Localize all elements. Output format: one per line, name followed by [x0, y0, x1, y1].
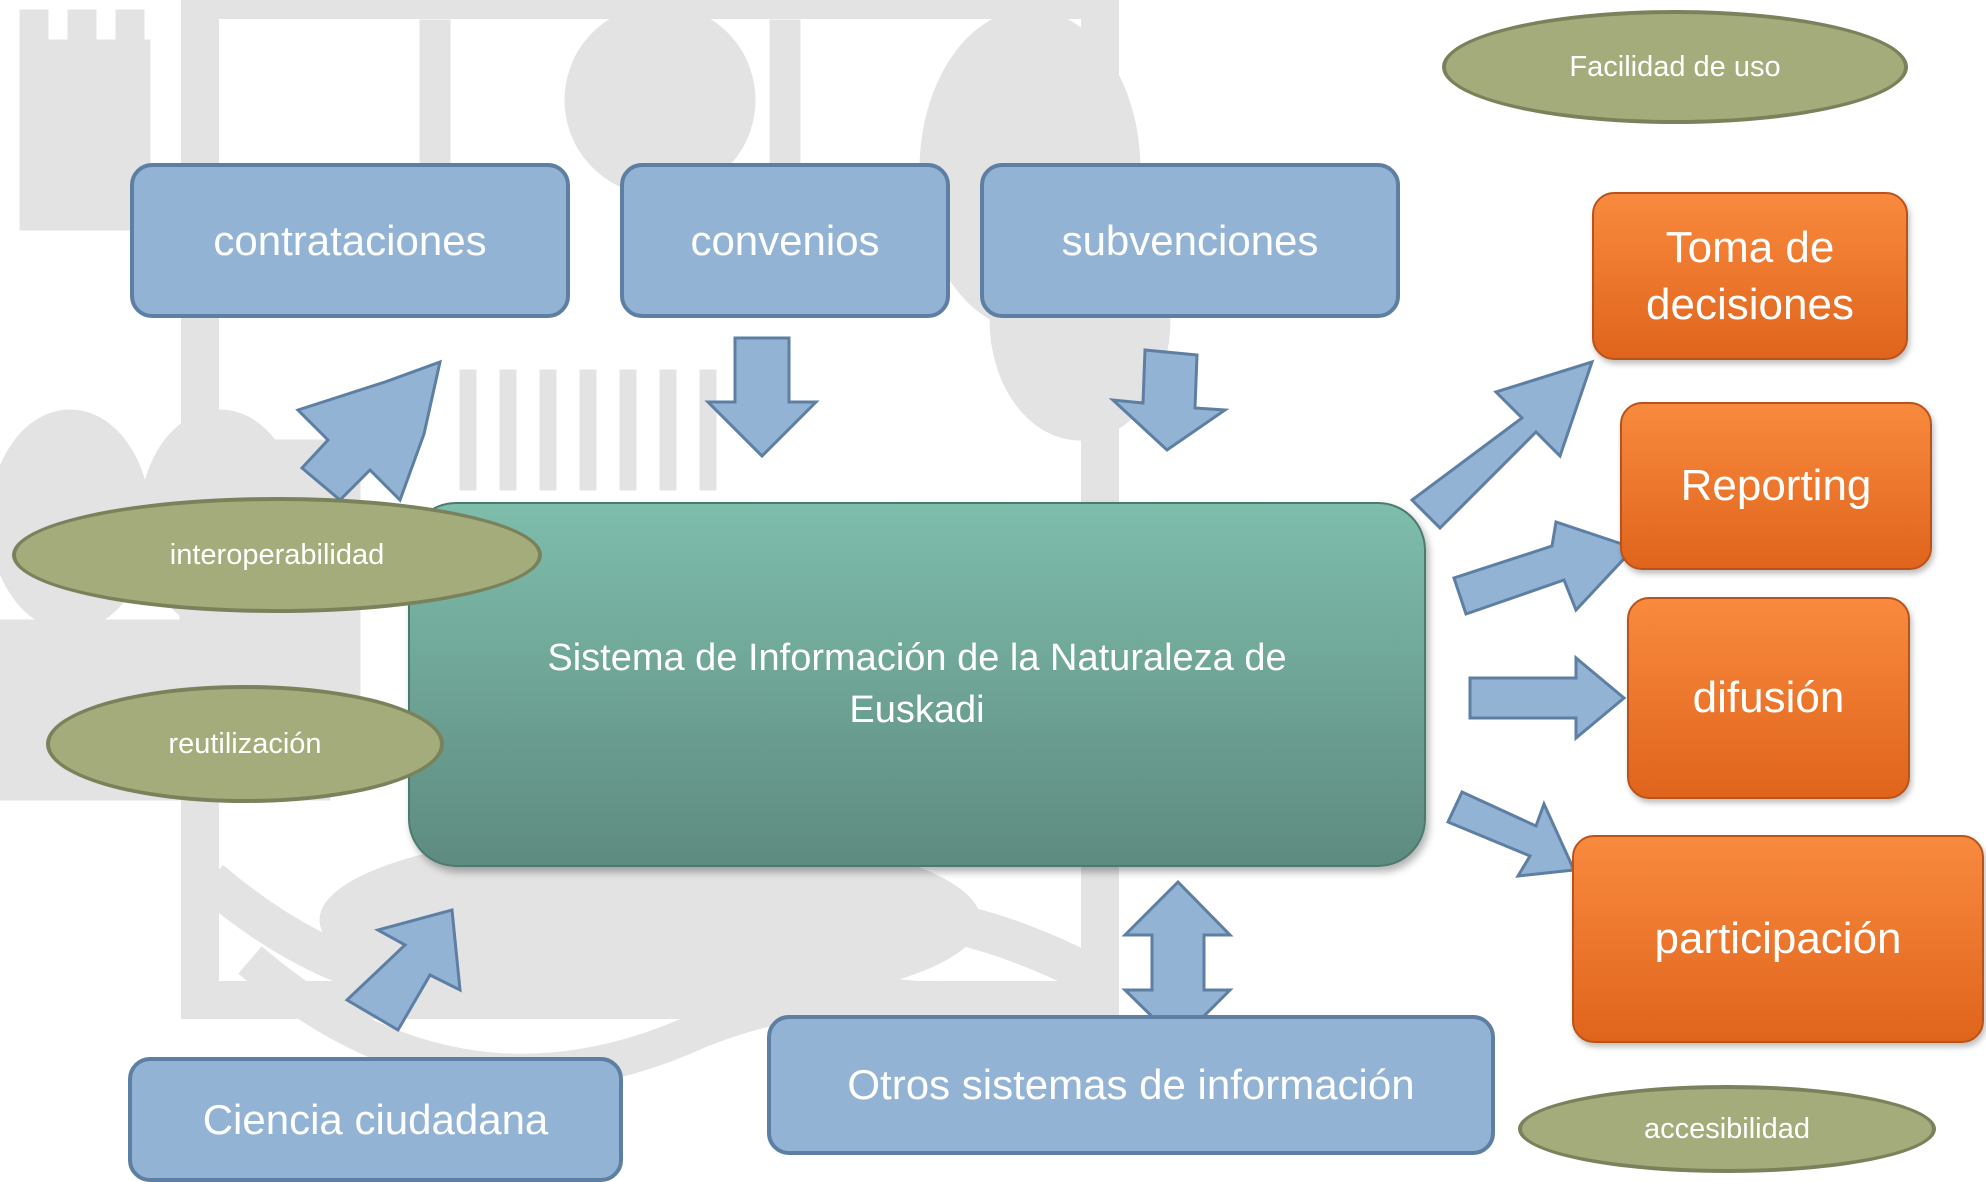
- subvenciones-label: subvenciones: [1061, 216, 1319, 264]
- convenios-label: convenios: [690, 216, 880, 264]
- central-system-box: Sistema de Información de la Naturaleza …: [408, 502, 1426, 867]
- reutilizacion-label: reutilización: [168, 727, 322, 760]
- arrow-center-to-toma: [1409, 359, 1595, 531]
- central-system-label: Sistema de Información de la Naturaleza …: [547, 637, 1287, 731]
- arrow-center-to-participacion: [1445, 790, 1577, 878]
- accesibilidad-label: accesibilidad: [1643, 1112, 1811, 1145]
- toma-decisiones-label: Toma de decisiones: [1646, 222, 1854, 329]
- arrow-subvenciones-to-center: [1108, 348, 1230, 452]
- reporting-box: Reporting: [1620, 402, 1932, 570]
- toma-decisiones-box: Toma de decisiones: [1592, 192, 1908, 360]
- convenios-box: convenios: [620, 163, 950, 318]
- difusion-box: difusión: [1627, 597, 1910, 799]
- otros-sistemas-box: Otros sistemas de información: [767, 1015, 1495, 1155]
- interoperabilidad-label: interoperabilidad: [169, 538, 385, 571]
- arrow-center-to-difusion: [1468, 654, 1627, 742]
- ciencia-ciudadana-label: Ciencia ciudadana: [202, 1095, 549, 1143]
- accesibilidad-oval: accesibilidad: [1518, 1085, 1936, 1173]
- contrataciones-label: contrataciones: [213, 216, 487, 264]
- reutilizacion-oval: reutilización: [46, 685, 444, 803]
- facilidad-de-uso-oval: Facilidad de uso: [1442, 10, 1908, 124]
- arrow-center-to-reporting: [1452, 520, 1637, 616]
- interoperabilidad-oval: interoperabilidad: [12, 497, 542, 613]
- subvenciones-box: subvenciones: [980, 163, 1400, 318]
- arrow-contrataciones-to-center: [295, 359, 443, 503]
- facilidad-de-uso-label: Facilidad de uso: [1569, 50, 1781, 83]
- participacion-box: participación: [1572, 835, 1984, 1043]
- arrow-convenios-to-center: [704, 336, 820, 459]
- participacion-label: participación: [1654, 914, 1902, 964]
- otros-sistemas-label: Otros sistemas de información: [847, 1061, 1415, 1108]
- ciencia-ciudadana-box: Ciencia ciudadana: [128, 1057, 623, 1182]
- arrow-ciencia-to-center: [344, 908, 462, 1033]
- difusion-label: difusión: [1692, 673, 1845, 723]
- contrataciones-box: contrataciones: [130, 163, 570, 318]
- reporting-label: Reporting: [1680, 461, 1872, 511]
